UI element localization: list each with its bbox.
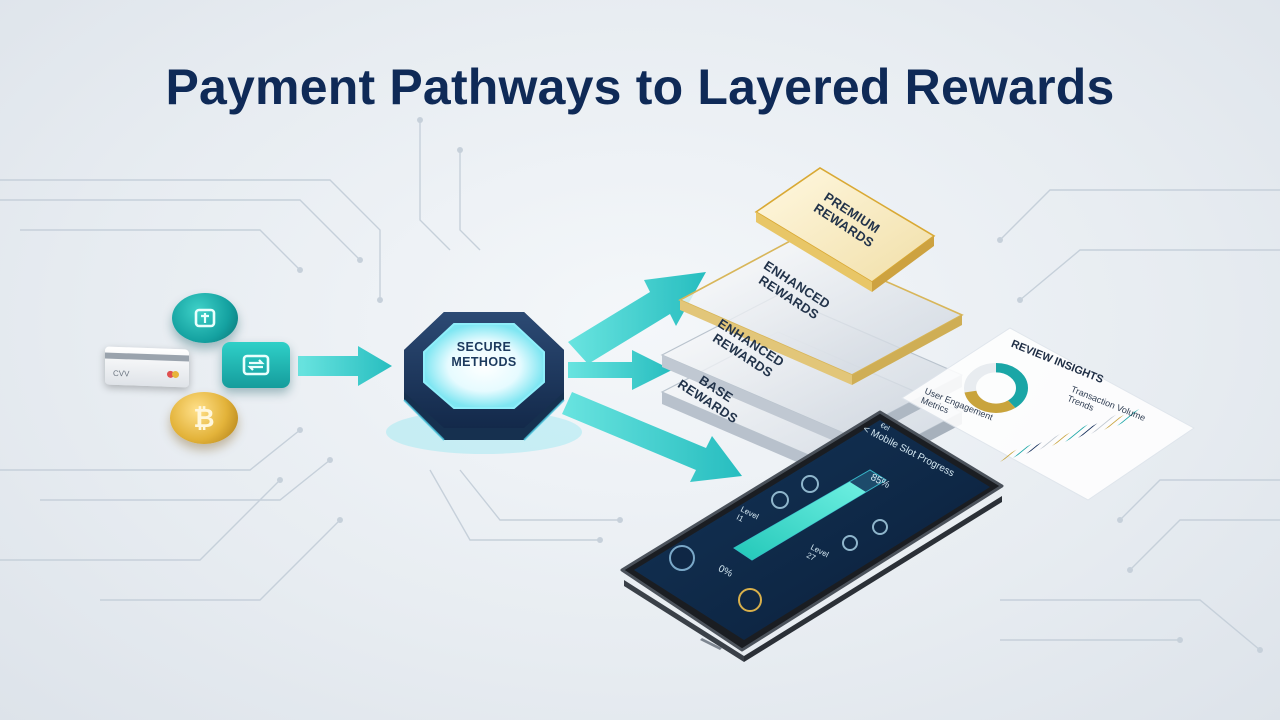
circuit-traces <box>0 120 1280 651</box>
volume-bar <box>1117 408 1140 426</box>
insights-card <box>901 327 1195 501</box>
slot-coin-icons <box>669 545 762 612</box>
bitcoin-icon: ₿ <box>170 392 238 444</box>
circuit-nodes <box>277 117 1263 653</box>
volume-bar <box>1078 423 1098 438</box>
volume-bar <box>1039 433 1060 450</box>
gear-icons <box>771 475 888 551</box>
hub-label-line1: SECURE <box>456 340 512 354</box>
digital-wallet-icon <box>172 293 238 343</box>
progress-bar <box>733 469 887 561</box>
exchange-icon <box>222 342 290 388</box>
engagement-donut <box>964 363 1028 413</box>
arrow-to-hub <box>298 346 392 386</box>
volume-bar <box>1000 449 1017 462</box>
mobile-phone <box>620 410 1004 662</box>
arrows-to-rewards <box>562 272 742 482</box>
secure-methods-hub <box>386 312 582 454</box>
hub-label-line2: METHODS <box>451 355 517 369</box>
hub-label: SECURE METHODS <box>418 340 550 370</box>
volume-bar <box>1065 424 1089 442</box>
volume-bar <box>1052 432 1071 446</box>
credit-card-icon: CVV <box>105 346 189 388</box>
volume-bar <box>1104 414 1125 430</box>
volume-bar-chart <box>1000 408 1140 462</box>
volume-bar <box>1026 442 1042 454</box>
volume-bar <box>1091 414 1117 434</box>
card-cvv-label: CVV <box>113 368 130 379</box>
volume-bar <box>1013 443 1032 458</box>
page-title: Payment Pathways to Layered Rewards <box>165 59 1115 115</box>
